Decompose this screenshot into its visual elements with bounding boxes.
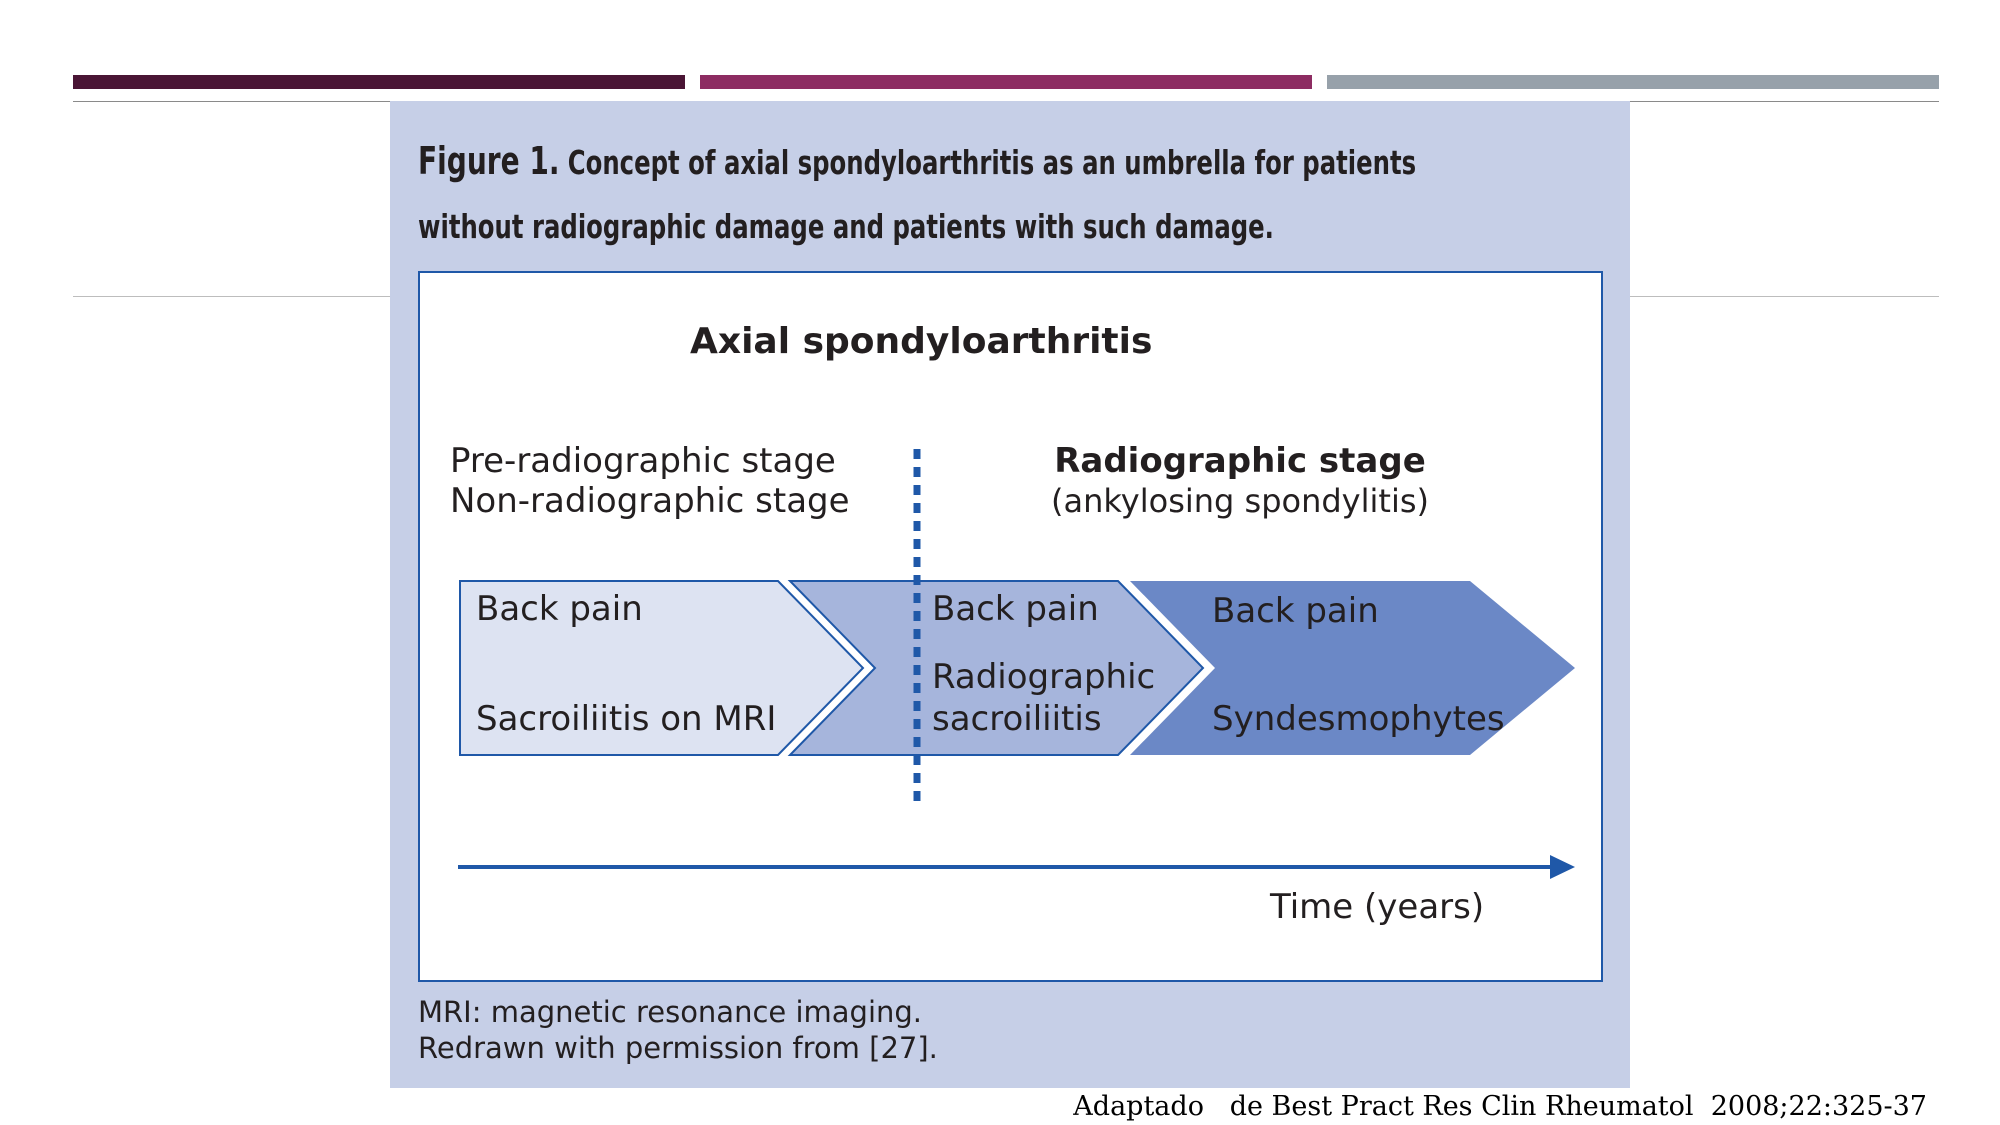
header-bar-right <box>1327 75 1939 89</box>
left-stage-line-2: Non-radiographic stage <box>450 481 850 521</box>
caption-line-1: Concept of axial spondyloarthritis as an… <box>567 143 1417 182</box>
arrow-syndesmophytes <box>1130 581 1575 755</box>
arrow-1-line-2: Sacroiliitis on MRI <box>476 699 777 739</box>
left-stage-line-1: Pre-radiographic stage <box>450 441 836 481</box>
arrow-2-line-2: Radiographic <box>932 657 1156 697</box>
arrow-3-line-1: Back pain <box>1212 591 1379 631</box>
footnote-line-1: MRI: magnetic resonance imaging. <box>418 995 923 1029</box>
header-bar-left <box>73 75 685 89</box>
arrow-2-line-3: sacroiliitis <box>932 699 1102 739</box>
figure-label: Figure 1. <box>418 139 560 183</box>
caption-line-2: without radiographic damage and patients… <box>418 207 1274 246</box>
left-stage-labels: Pre-radiographic stage Non-radiographic … <box>450 441 850 521</box>
right-stage-title: Radiographic stage <box>1054 441 1426 481</box>
arrow-radiographic-sacroiliitis <box>787 580 1205 756</box>
diagram-graphics <box>458 449 1575 879</box>
right-stage-subtitle: (ankylosing spondylitis) <box>1051 482 1429 520</box>
diagram-box: Axial spondyloarthritis Pre-radiographic… <box>418 271 1603 982</box>
time-axis-arrowhead <box>1550 855 1575 879</box>
figure-footnote: MRI: magnetic resonance imaging. Redrawn… <box>418 994 938 1066</box>
footnote-line-2: Redrawn with permission from [27]. <box>418 1031 938 1065</box>
arrow-2-line-1: Back pain <box>932 589 1099 629</box>
arrow-sacroiliitis-mri <box>459 580 865 756</box>
diagram-title: Axial spondyloarthritis <box>690 321 1153 362</box>
figure-panel: Figure 1.Concept of axial spondyloarthri… <box>390 101 1630 1088</box>
source-citation: Adaptado de Best Pract Res Clin Rheumato… <box>1073 1091 1927 1122</box>
header-bar-middle <box>700 75 1312 89</box>
arrow-1-line-1: Back pain <box>476 589 643 629</box>
time-axis-label: Time (years) <box>1270 887 1485 927</box>
arrow-3-line-2: Syndesmophytes <box>1212 699 1505 739</box>
figure-caption: Figure 1.Concept of axial spondyloarthri… <box>418 129 1416 259</box>
